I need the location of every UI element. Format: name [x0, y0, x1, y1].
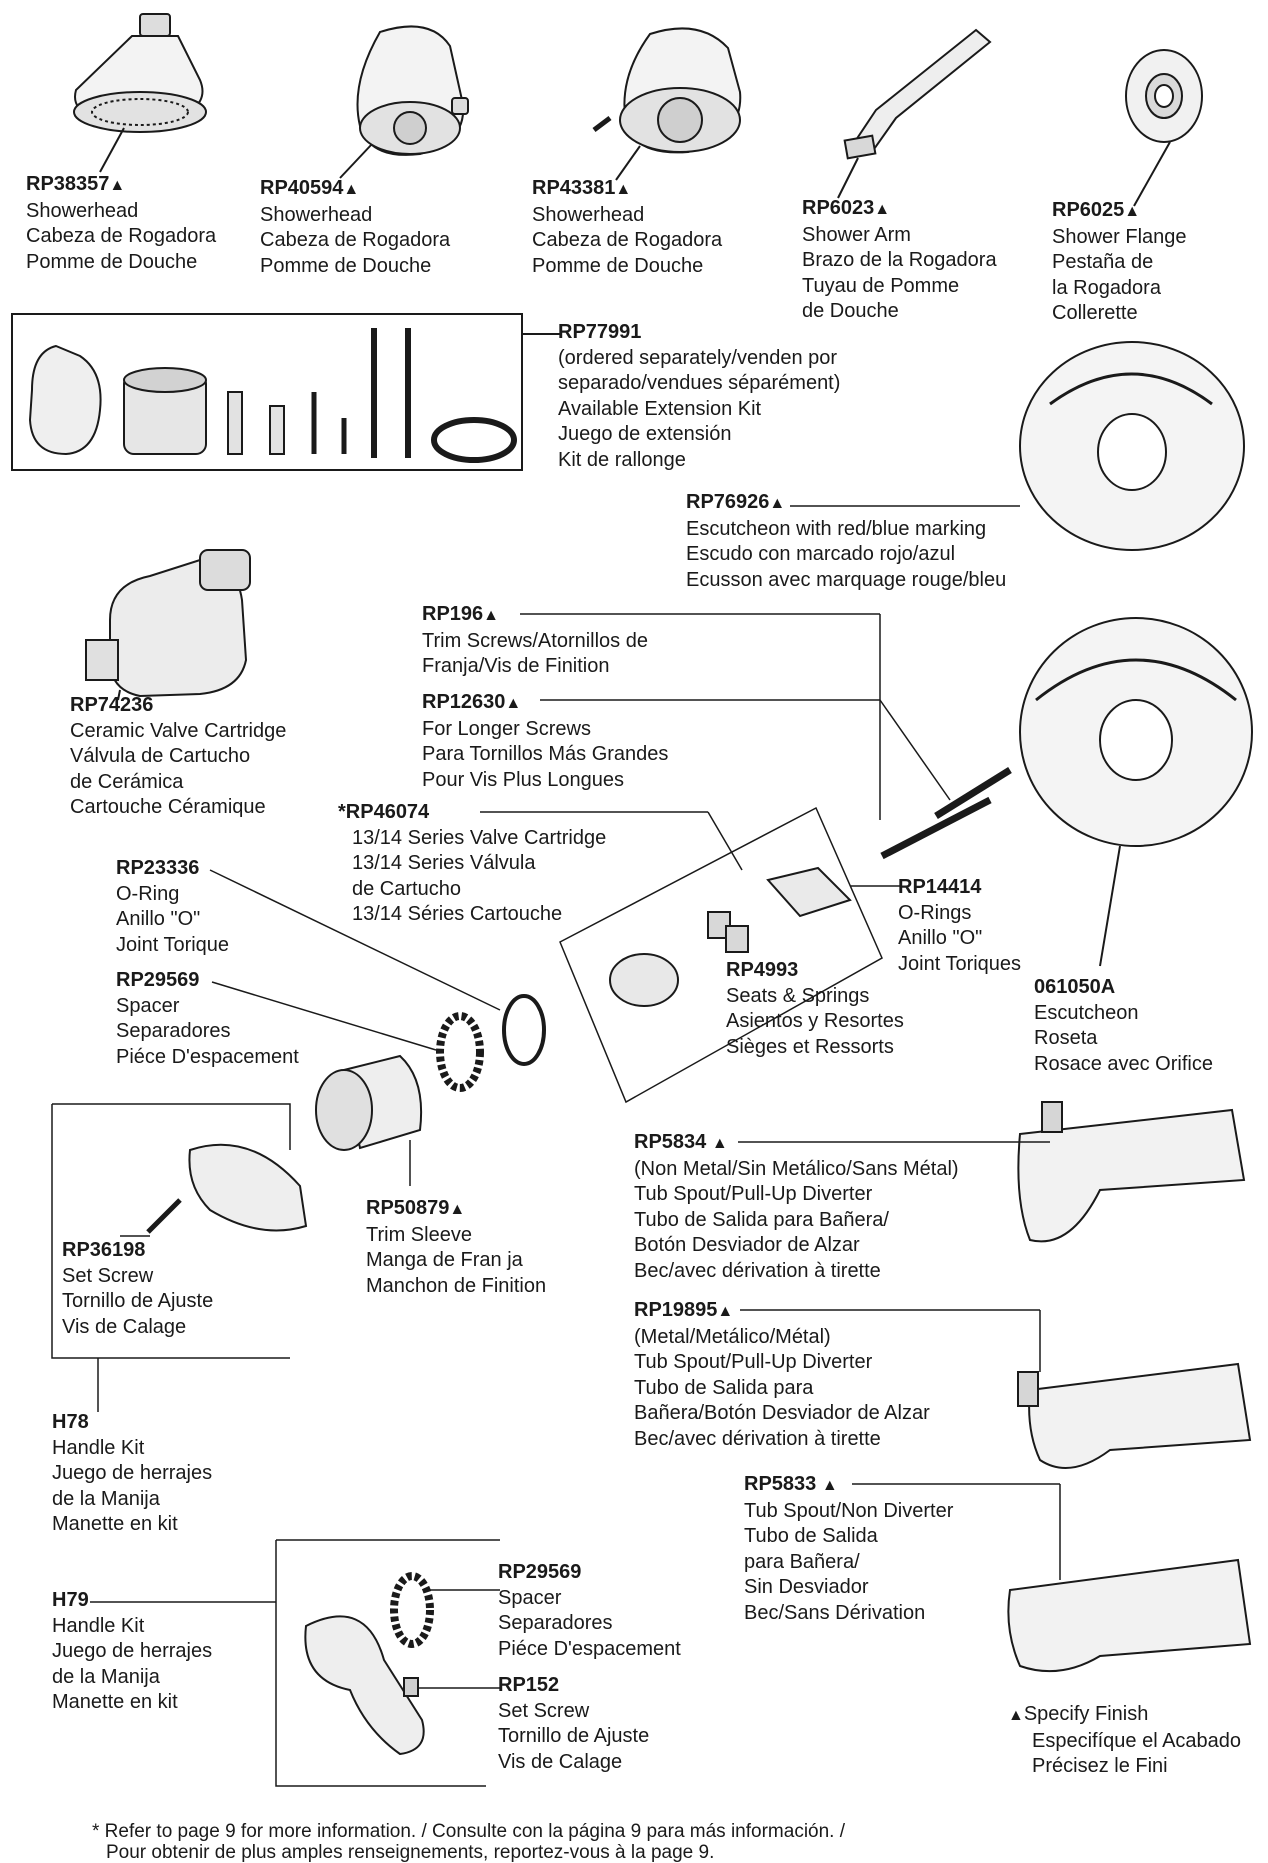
label-rp14414: RP14414 O-Rings Anillo "O" Joint Torique… — [898, 876, 1022, 975]
trim-screws-illustration — [520, 613, 1012, 860]
part-number: RP4993 — [726, 959, 799, 981]
label-rp38357: RP38357▲ Showerhead Cabeza de Rogadora P… — [26, 173, 217, 273]
showerhead-rp43381-illustration — [592, 27, 742, 181]
label-061050a: 061050A Escutcheon Roseta Rosace avec Or… — [1034, 976, 1213, 1075]
label-rp152: RP152 Set Screw Tornillo de Ajuste Vis d… — [498, 1674, 650, 1773]
label-rp36198: RP36198 Set Screw Tornillo de Ajuste Vis… — [62, 1239, 214, 1338]
finish-legend: ▲Specify Finish Especifíque el Acabado P… — [1008, 1703, 1242, 1777]
shower-flange-illustration — [1125, 49, 1203, 207]
part-number: RP29569 — [116, 969, 200, 991]
label-rp50879: RP50879▲ Trim Sleeve Manga de Fran ja Ma… — [366, 1197, 547, 1297]
cartridge-kit-box — [480, 806, 900, 1104]
finish-marker-icon: ▲ — [1008, 1707, 1024, 1724]
part-number: RP77991 — [558, 321, 642, 343]
trim-sleeve-illustration — [315, 1054, 423, 1186]
part-number: RP6023▲ — [802, 197, 891, 219]
label-rp40594: RP40594▲ Showerhead Cabeza de Rogadora P… — [260, 177, 451, 277]
label-h78: H78 Handle Kit Juego de herrajes de la M… — [52, 1411, 213, 1535]
label-rp77991: RP77991 (ordered separately/venden por s… — [558, 321, 841, 471]
escutcheon-rp76926-illustration — [790, 341, 1245, 551]
part-number: RP5833 ▲ — [744, 1473, 838, 1495]
showerhead-rp40594-illustration — [339, 25, 469, 179]
tub-spout-rp19895-illustration — [740, 1309, 1252, 1469]
part-number: 061050A — [1034, 976, 1116, 998]
part-number: RP6025▲ — [1052, 199, 1141, 221]
label-rp46074: *RP46074 13/14 Series Valve Cartridge 13… — [338, 801, 607, 925]
part-number: RP5834 ▲ — [634, 1131, 728, 1153]
label-rp19895: RP19895▲ (Metal/Metálico/Métal) Tub Spou… — [634, 1299, 930, 1450]
label-rp4993: RP4993 Seats & Springs Asientos y Resort… — [726, 959, 904, 1058]
label-rp5833: RP5833 ▲ Tub Spout/Non Diverter Tubo de … — [744, 1473, 954, 1624]
part-number: H79 — [52, 1589, 89, 1611]
part-number: RP12630▲ — [422, 691, 522, 713]
h78-handle-illustration — [51, 1103, 308, 1412]
part-number: RP43381▲ — [532, 177, 632, 199]
tub-spout-rp5834-illustration — [738, 1101, 1246, 1243]
part-number: RP40594▲ — [260, 177, 360, 199]
part-number: RP36198 — [62, 1239, 146, 1261]
label-rp29569-upper: RP29569 Spacer Separadores Piéce D'espac… — [116, 969, 299, 1068]
ceramic-cartridge-illustration — [85, 549, 251, 701]
showerhead-rp38357-illustration — [73, 13, 207, 173]
part-number: RP196▲ — [422, 603, 499, 625]
label-rp23336: RP23336 O-Ring Anillo "O" Joint Torique — [116, 857, 230, 956]
part-number: RP14414 — [898, 876, 982, 898]
label-rp6025: RP6025▲ Shower Flange Pestaña de la Roga… — [1052, 199, 1187, 324]
part-number: RP74236 — [70, 694, 154, 716]
label-rp29569-lower: RP29569 Spacer Separadores Piéce D'espac… — [498, 1561, 681, 1660]
o-ring-illustration — [209, 869, 546, 1066]
part-number: RP38357▲ — [26, 173, 126, 195]
label-rp6023: RP6023▲ Shower Arm Brazo de la Rogadora … — [802, 197, 997, 322]
part-number: RP19895▲ — [634, 1299, 734, 1321]
spacer-illustration — [211, 981, 484, 1092]
label-rp76926: RP76926▲ Escutcheon with red/blue markin… — [686, 491, 1007, 591]
part-number: H78 — [52, 1411, 89, 1433]
part-number: RP23336 — [116, 857, 200, 879]
escutcheon-061050a-illustration — [1019, 617, 1253, 967]
part-number: *RP46074 — [338, 801, 430, 823]
label-rp43381: RP43381▲ Showerhead Cabeza de Rogadora P… — [532, 177, 723, 277]
footnote: * Refer to page 9 for more information. … — [92, 1821, 846, 1863]
label-rp12630: RP12630▲ For Longer Screws Para Tornillo… — [422, 691, 669, 791]
label-rp196: RP196▲ Trim Screws/Atornillos de Franja/… — [422, 603, 648, 677]
part-number: RP76926▲ — [686, 491, 786, 513]
label-h79: H79 Handle Kit Juego de herrajes de la M… — [52, 1589, 213, 1713]
label-rp5834: RP5834 ▲ (Non Metal/Sin Metálico/Sans Mé… — [634, 1131, 959, 1282]
part-number: RP152 — [498, 1674, 560, 1696]
part-number: RP50879▲ — [366, 1197, 466, 1219]
h79-handle-illustration — [90, 1539, 500, 1787]
extension-kit-box — [11, 313, 560, 471]
part-number: RP29569 — [498, 1561, 582, 1583]
tub-spout-rp5833-illustration — [852, 1483, 1252, 1673]
label-rp74236: RP74236 Ceramic Valve Cartridge Válvula … — [70, 694, 287, 818]
shower-arm-illustration — [837, 28, 992, 199]
